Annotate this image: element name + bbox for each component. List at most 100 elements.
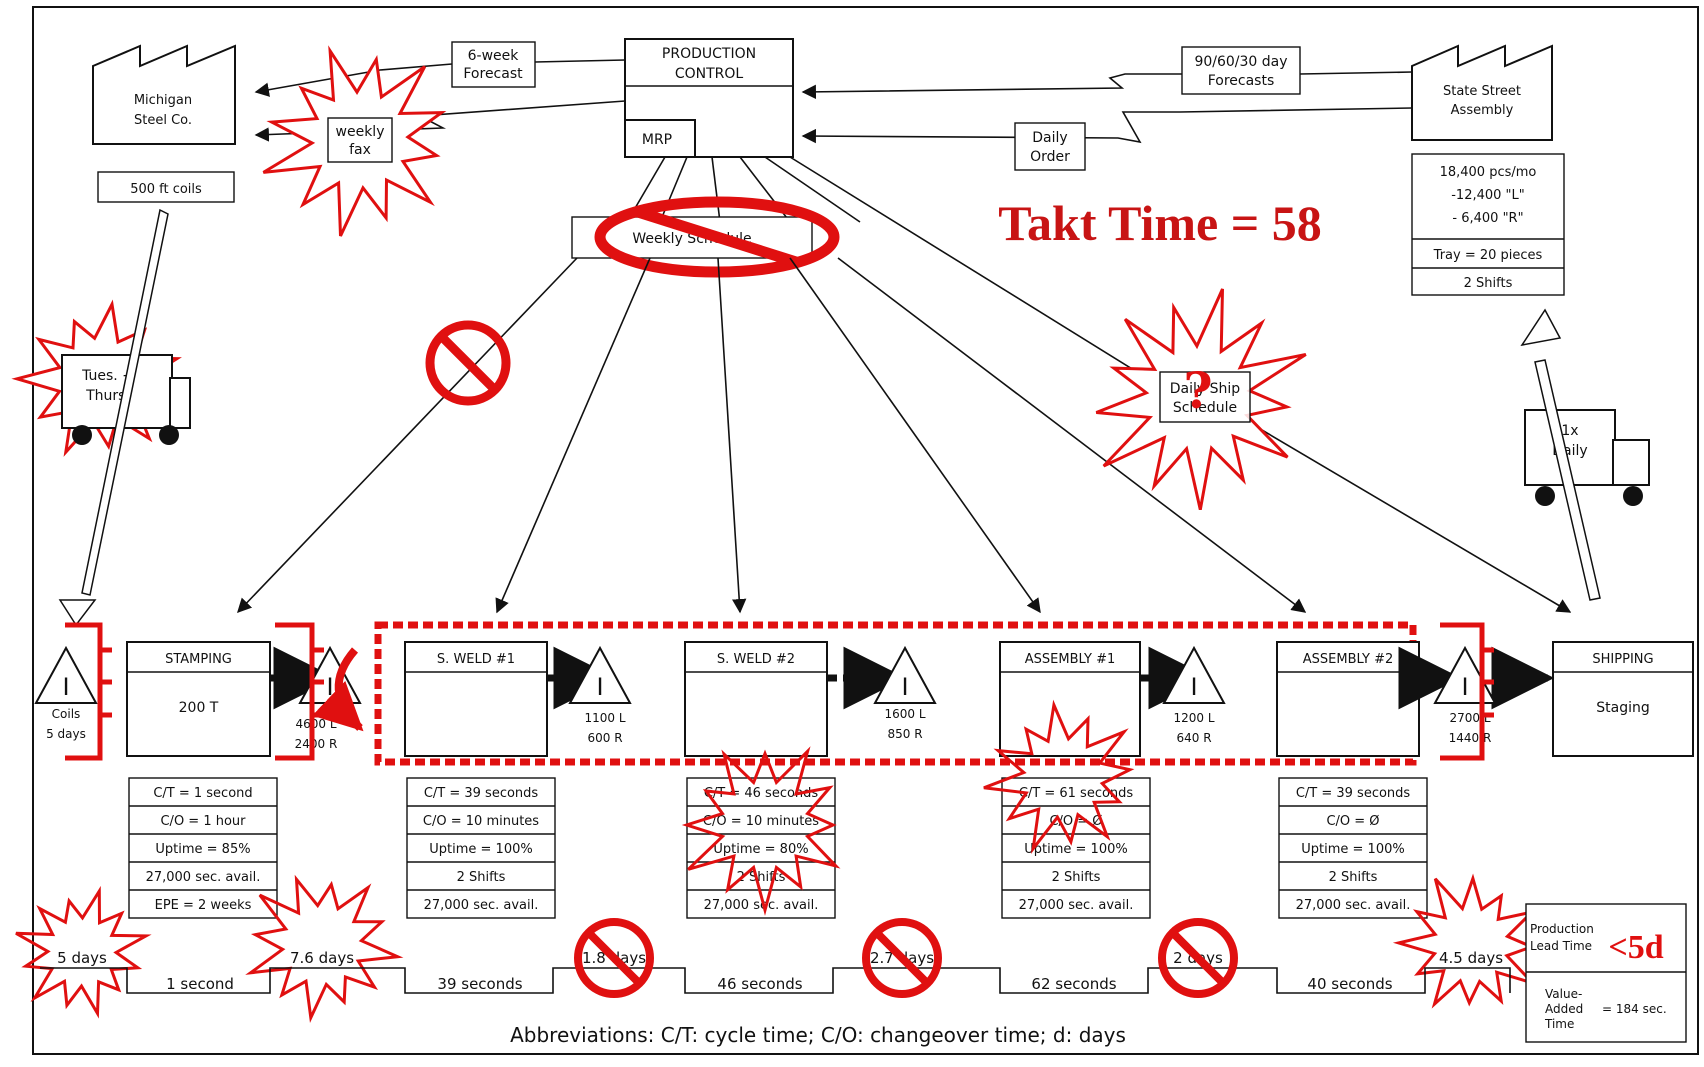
process-data-row: Uptime = 100% <box>1301 842 1404 857</box>
process-data-row: Uptime = 100% <box>1024 842 1127 857</box>
inventory-symbol: I <box>901 673 908 701</box>
inventory-qty-2: 600 R <box>587 731 622 745</box>
production-control-title-2: CONTROL <box>675 66 744 82</box>
process-name: ASSEMBLY #2 <box>1303 652 1394 667</box>
queue-eliminate-icon-3 <box>1158 918 1238 998</box>
supplier-shipment-arrow <box>81 208 169 596</box>
abbreviations-footnote: Abbreviations: C/T: cycle time; C/O: cha… <box>510 1023 1126 1047</box>
daily-ship-schedule-kaizen-burst: Daily Ship Schedule ? <box>1095 288 1307 511</box>
customer-demand: 18,400 pcs/mo <box>1440 165 1537 180</box>
forecasts-2: Forecasts <box>1208 73 1275 89</box>
customer-shipment-arrow <box>1534 359 1601 601</box>
process-subtitle: Staging <box>1596 700 1650 716</box>
supermarket-brackets <box>65 622 1494 761</box>
process-data-row: 27,000 sec. avail. <box>704 898 819 913</box>
value-added-label-3: Time <box>1544 1017 1574 1031</box>
supplier-data-box <box>97 171 235 203</box>
process-data-row: C/O = Ø <box>1326 814 1379 829</box>
process-data-row: 27,000 sec. avail. <box>146 870 261 885</box>
mrp-label: MRP <box>642 132 672 148</box>
production-control-box: PRODUCTION CONTROL MRP <box>624 38 794 158</box>
lead-time-summary-box: Production Lead Time <5d Value- Added Ti… <box>1525 903 1687 1043</box>
inventory-qty-1: 4600 L <box>295 717 336 731</box>
production-lead-time-label-1: Production <box>1530 922 1594 936</box>
withdrawal-loop-arrow <box>312 647 364 732</box>
inventory-qty-1: Coils <box>52 707 81 721</box>
timeline-seconds-2: 39 seconds <box>437 975 522 993</box>
process-name: S. WELD #2 <box>717 652 795 667</box>
inventory-symbol: I <box>1461 673 1468 701</box>
timeline-days-2: 7.6 days <box>290 949 354 967</box>
supplier-shipment-arrow-head <box>58 599 97 627</box>
weekly-fax-kaizen-burst: weekly fax <box>262 45 447 237</box>
value-added-label-1: Value- <box>1545 987 1582 1001</box>
value-added-time-value: = 184 sec. <box>1602 1002 1667 1016</box>
supplier-truck-icon: Tues. + Thurs. <box>61 354 191 445</box>
weekly-schedule-eliminate-icon <box>594 196 840 278</box>
takt-time-annotation: Takt Time = 58 <box>998 195 1322 251</box>
supplier-name-1: Michigan <box>134 93 192 108</box>
inventory-qty-2: 1440 R <box>1449 731 1492 745</box>
inventory-qty-1: 1200 L <box>1173 711 1214 725</box>
queue-eliminate-icon-2 <box>862 918 942 998</box>
inventory-symbol: I <box>596 673 603 701</box>
customer-tray: Tray = 20 pieces <box>1433 248 1543 263</box>
daily-ship-schedule-2: Schedule <box>1173 400 1237 416</box>
supplier-factory-icon: Michigan Steel Co. <box>92 44 236 145</box>
process-data-row: C/T = 1 second <box>153 786 252 801</box>
customer-name-2: Assembly <box>1451 103 1514 118</box>
process-data-row: C/O = 1 hour <box>160 814 246 829</box>
daily-order-2: Order <box>1030 149 1070 165</box>
process-data-row: 27,000 sec. avail. <box>1296 898 1411 913</box>
timeline-days-6: 4.5 days <box>1439 949 1503 967</box>
customer-demand-l: -12,400 "L" <box>1451 188 1525 203</box>
production-lead-time-label-2: Lead Time <box>1530 939 1592 953</box>
process-data-row: 2 Shifts <box>457 870 506 885</box>
daily-order-1: Daily <box>1032 130 1067 146</box>
customer-truck-icon: 1x Daily <box>1524 409 1650 506</box>
value-added-label-2: Added <box>1545 1002 1583 1016</box>
weekly-fax-2: fax <box>349 142 371 158</box>
process-data-row: EPE = 2 weeks <box>155 898 252 913</box>
customer-data-box: 18,400 pcs/mo -12,400 "L" - 6,400 "R" Tr… <box>1411 153 1565 296</box>
process-box-5: ASSEMBLY #2 <box>1276 641 1420 757</box>
customer-shipment-arrow-head <box>1520 308 1562 347</box>
six-week-forecast-1: 6-week <box>468 48 520 64</box>
process-box-3: S. WELD #2 <box>684 641 828 757</box>
inventory-qty-1: 1100 L <box>584 711 625 725</box>
process-data-row: 2 Shifts <box>1052 870 1101 885</box>
supplier-name-2: Steel Co. <box>134 113 192 128</box>
process-name: ASSEMBLY #1 <box>1025 652 1116 667</box>
inventory-qty-2: 5 days <box>46 727 86 741</box>
forecasts-box: 90/60/30 day Forecasts <box>1181 46 1301 95</box>
kaizen-burst <box>983 699 1135 854</box>
customer-factory-icon: State Street Assembly <box>1411 44 1553 141</box>
inventory-symbol: I <box>326 673 333 701</box>
process-data-row: Uptime = 85% <box>155 842 250 857</box>
six-week-forecast-2: Forecast <box>463 66 523 82</box>
process-data-row: Uptime = 80% <box>713 842 808 857</box>
inventory-symbol: I <box>1190 673 1197 701</box>
process-subtitle: 200 T <box>179 700 219 716</box>
forecasts-1: 90/60/30 day <box>1194 54 1287 70</box>
weekly-fax-1: weekly <box>336 124 385 140</box>
timeline-ladder <box>40 967 1511 994</box>
process-data-row: C/T = 61 seconds <box>1019 786 1134 801</box>
daily-ship-schedule-1: Daily Ship <box>1170 381 1241 397</box>
customer-name-1: State Street <box>1443 84 1521 99</box>
process-data-row: C/T = 39 seconds <box>424 786 539 801</box>
diagram-border <box>32 6 1699 1055</box>
queue-eliminate-icon-1 <box>574 918 654 998</box>
